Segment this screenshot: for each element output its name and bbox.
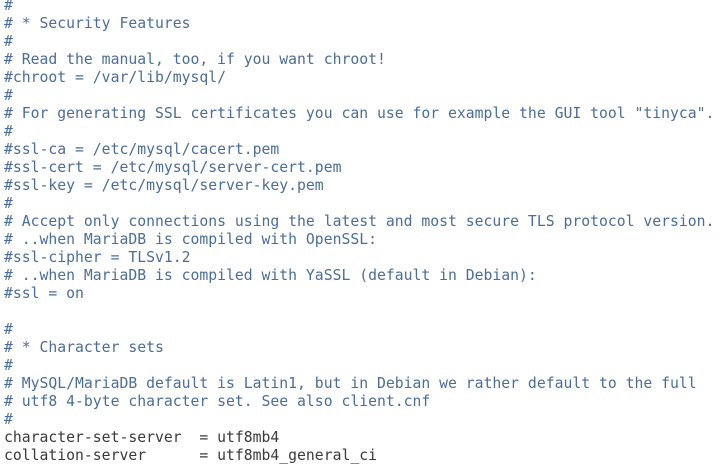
code-line: # ..when MariaDB is compiled with YaSSL … xyxy=(4,267,537,284)
code-line: character-set-server = utf8mb4 xyxy=(4,429,280,446)
code-line: # xyxy=(4,411,13,428)
code-line: # Read the manual, too, if you want chro… xyxy=(4,51,386,68)
code-line xyxy=(4,303,720,321)
code-line: # xyxy=(4,0,13,14)
code-line: # xyxy=(4,33,13,50)
code-line: #ssl-key = /etc/mysql/server-key.pem xyxy=(4,177,324,194)
code-line: # For generating SSL certificates you ca… xyxy=(4,105,715,122)
code-line: # xyxy=(4,321,13,338)
code-line: #ssl-cert = /etc/mysql/server-cert.pem xyxy=(4,159,342,176)
code-line: # xyxy=(4,357,13,374)
code-line: #ssl = on xyxy=(4,285,84,302)
code-line: # * Security Features xyxy=(4,15,191,32)
code-line: # MySQL/MariaDB default is Latin1, but i… xyxy=(4,375,697,392)
code-line: #ssl-ca = /etc/mysql/cacert.pem xyxy=(4,141,280,158)
code-line: collation-server = utf8mb4_general_ci xyxy=(4,447,377,464)
code-line: # ..when MariaDB is compiled with OpenSS… xyxy=(4,231,377,248)
code-line: # Accept only connections using the late… xyxy=(4,213,715,230)
code-line: # xyxy=(4,123,13,140)
code-line: #chroot = /var/lib/mysql/ xyxy=(4,69,227,86)
code-line: # * Character sets xyxy=(4,339,164,356)
code-line: # xyxy=(4,87,13,104)
code-line: # utf8 4-byte character set. See also cl… xyxy=(4,393,431,410)
code-line: # xyxy=(4,195,13,212)
code-line: #ssl-cipher = TLSv1.2 xyxy=(4,249,191,266)
